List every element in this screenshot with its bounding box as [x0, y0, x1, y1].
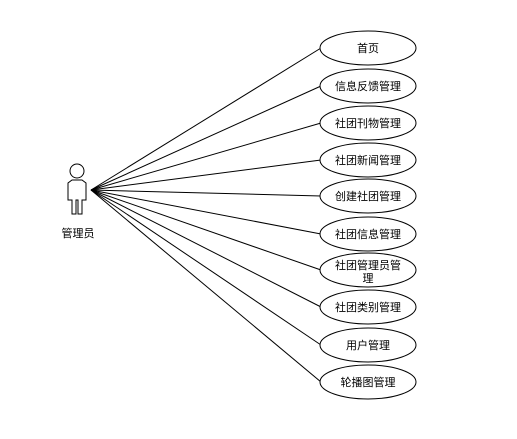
use-case-ellipse: [319, 178, 417, 214]
association-line: [90, 189, 322, 346]
stick-figure-actor-icon: [67, 163, 87, 215]
use-case-label: 首页: [357, 41, 379, 55]
association-line: [90, 159, 322, 191]
use-case-ellipse: [319, 364, 417, 400]
use-case-ellipse: [319, 252, 417, 288]
association-line: [90, 189, 322, 383]
use-case-list: 首页信息反馈管理社团刊物管理社团新闻管理创建社团管理社团信息管理社团管理员管理社…: [319, 30, 417, 400]
use-case-label: 信息反馈管理: [335, 79, 401, 93]
actor-admin[interactable]: 管理员: [62, 163, 95, 240]
use-case-label: 用户管理: [346, 338, 390, 352]
use-case-label: 创建社团管理: [335, 189, 401, 203]
use-case-label: 社团类别管理: [335, 300, 401, 314]
use-case-create-club[interactable]: 创建社团管理: [319, 178, 417, 214]
association-line: [90, 189, 322, 271]
use-case-ellipse: [319, 30, 417, 66]
use-case-club-category[interactable]: 社团类别管理: [319, 289, 417, 325]
association-line: [90, 189, 322, 197]
use-case-label: 社团管理员管: [335, 258, 401, 272]
association-line: [90, 122, 322, 191]
use-case-label: 轮播图管理: [341, 375, 396, 389]
use-case-ellipse: [319, 216, 417, 252]
use-case-ellipse: [319, 142, 417, 178]
use-case-ellipse: [319, 68, 417, 104]
use-case-label-line2: 理: [363, 272, 374, 285]
association-line: [90, 47, 322, 191]
association-lines: [90, 47, 322, 383]
use-case-carousel[interactable]: 轮播图管理: [319, 364, 417, 400]
association-line: [90, 85, 322, 191]
use-case-feedback[interactable]: 信息反馈管理: [319, 68, 417, 104]
use-case-ellipse: [319, 327, 417, 363]
use-case-publication[interactable]: 社团刊物管理: [319, 105, 417, 141]
association-line: [90, 189, 322, 308]
actor-label: 管理员: [62, 226, 95, 240]
use-case-news[interactable]: 社团新闻管理: [319, 142, 417, 178]
use-case-ellipse: [319, 289, 417, 325]
use-case-label: 社团新闻管理: [335, 153, 401, 167]
use-case-label: 社团刊物管理: [335, 116, 401, 130]
use-case-home[interactable]: 首页: [319, 30, 417, 66]
association-line: [90, 189, 322, 235]
use-case-ellipse: [319, 105, 417, 141]
use-case-label: 社团信息管理: [335, 227, 401, 241]
use-case-club-info[interactable]: 社团信息管理: [319, 216, 417, 252]
use-case-user[interactable]: 用户管理: [319, 327, 417, 363]
